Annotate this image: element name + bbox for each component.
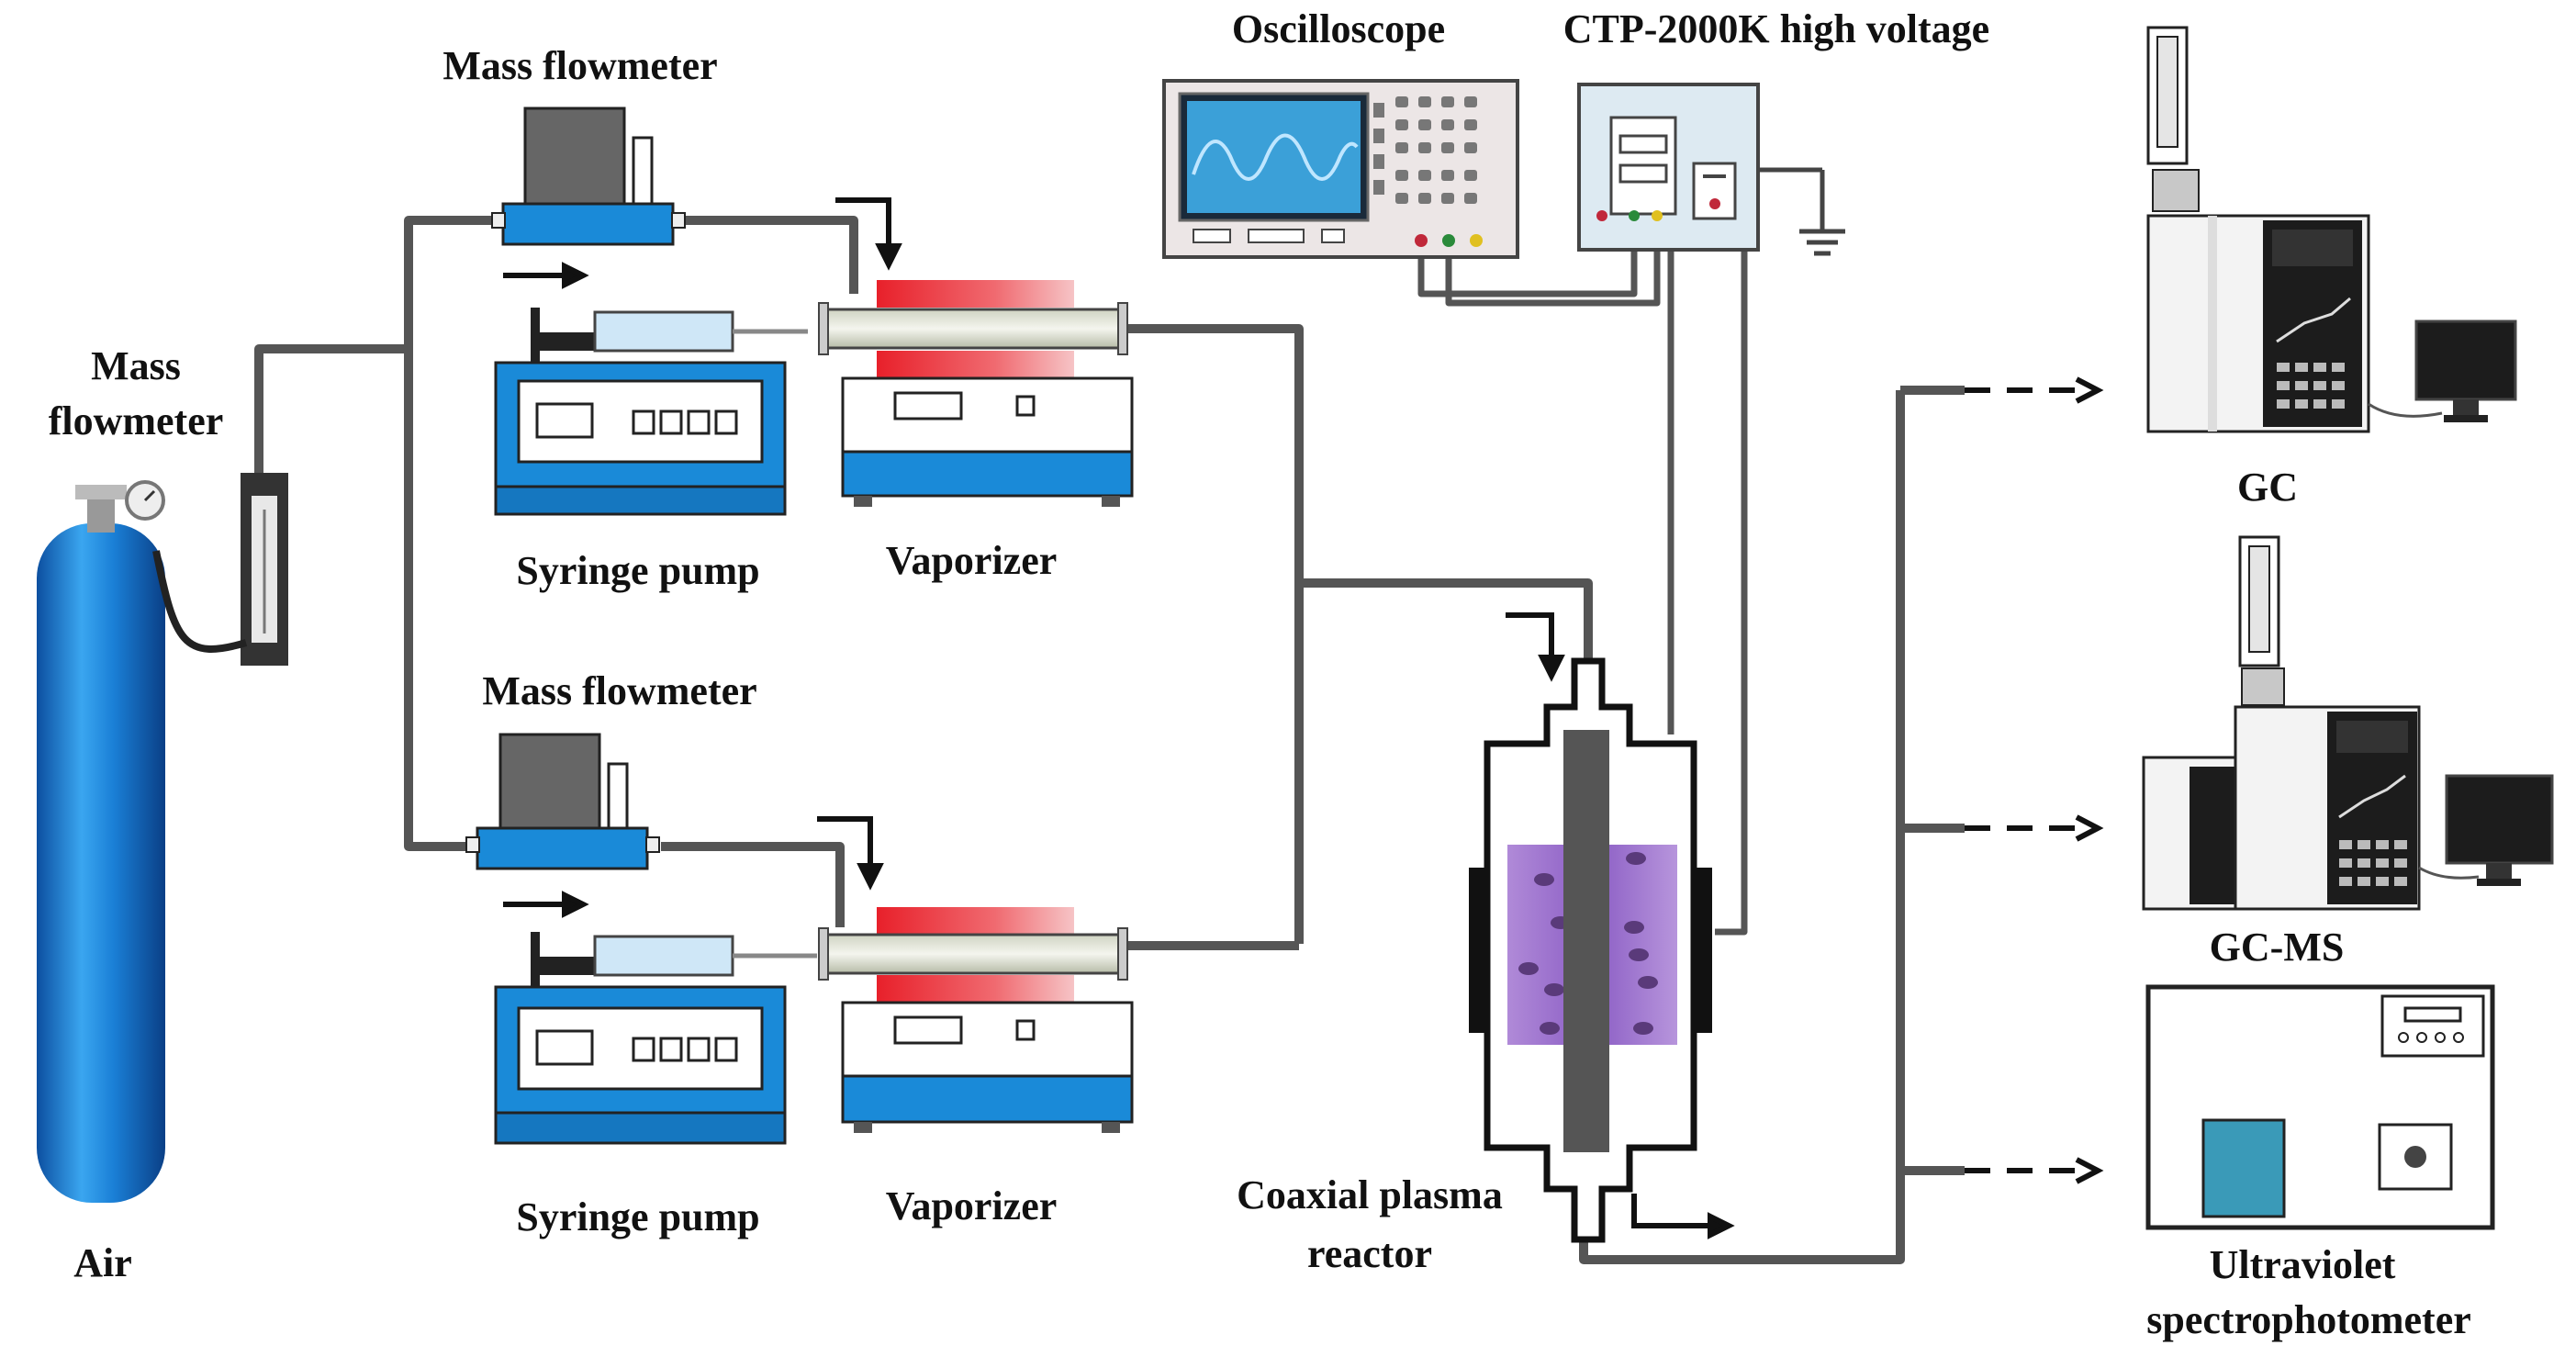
label-gc: GC	[2237, 465, 2298, 510]
label-mass-flowmeter-bottom: Mass flowmeter	[482, 668, 756, 713]
ground-icon	[1758, 167, 1845, 256]
label-cylinder-flowmeter-line1: Mass	[91, 343, 181, 388]
label-reactor-line2: reactor	[1307, 1231, 1432, 1276]
gcms-instrument	[2142, 535, 2554, 911]
label-reactor-line1: Coaxial plasma	[1237, 1172, 1503, 1217]
air-cylinder	[37, 480, 165, 1203]
mass-flowmeter-top	[491, 107, 686, 246]
arrowheads	[2075, 376, 2104, 1184]
label-uv-line1: Ultraviolet	[2210, 1242, 2396, 1287]
label-vaporizer-bottom: Vaporizer	[886, 1183, 1058, 1228]
high-voltage-supply	[1577, 83, 1760, 252]
label-gcms: GC-MS	[2210, 925, 2345, 970]
syringe-pump-top	[494, 308, 808, 516]
coaxial-plasma-reactor	[1469, 657, 1712, 1243]
label-syringe-pump-top: Syringe pump	[516, 548, 759, 593]
dashed-arrows	[1965, 387, 2084, 1173]
label-syringe-pump-bottom: Syringe pump	[516, 1194, 759, 1239]
vaporizer-top	[818, 280, 1134, 507]
label-oscilloscope: Oscilloscope	[1232, 6, 1445, 51]
syringe-pump-bottom	[494, 932, 817, 1145]
label-cylinder-flowmeter-line2: flowmeter	[49, 398, 224, 443]
mass-flowmeter-bottom	[465, 733, 660, 870]
gc-instrument	[2146, 26, 2517, 433]
label-mass-flowmeter-top: Mass flowmeter	[442, 43, 717, 88]
cylinder-flowmeter	[152, 473, 288, 666]
analyser-branches	[1900, 386, 1965, 1175]
uv-spectrophotometer	[2145, 984, 2495, 1230]
vaporizer-bottom	[818, 907, 1134, 1133]
oscilloscope	[1162, 79, 1519, 259]
flow-arrows	[503, 197, 1735, 1239]
label-uv-line2: spectrophotometer	[2146, 1297, 2471, 1342]
label-vaporizer-top: Vaporizer	[886, 538, 1058, 583]
label-high-voltage: CTP-2000K high voltage	[1563, 6, 1989, 51]
label-air: Air	[73, 1240, 132, 1285]
